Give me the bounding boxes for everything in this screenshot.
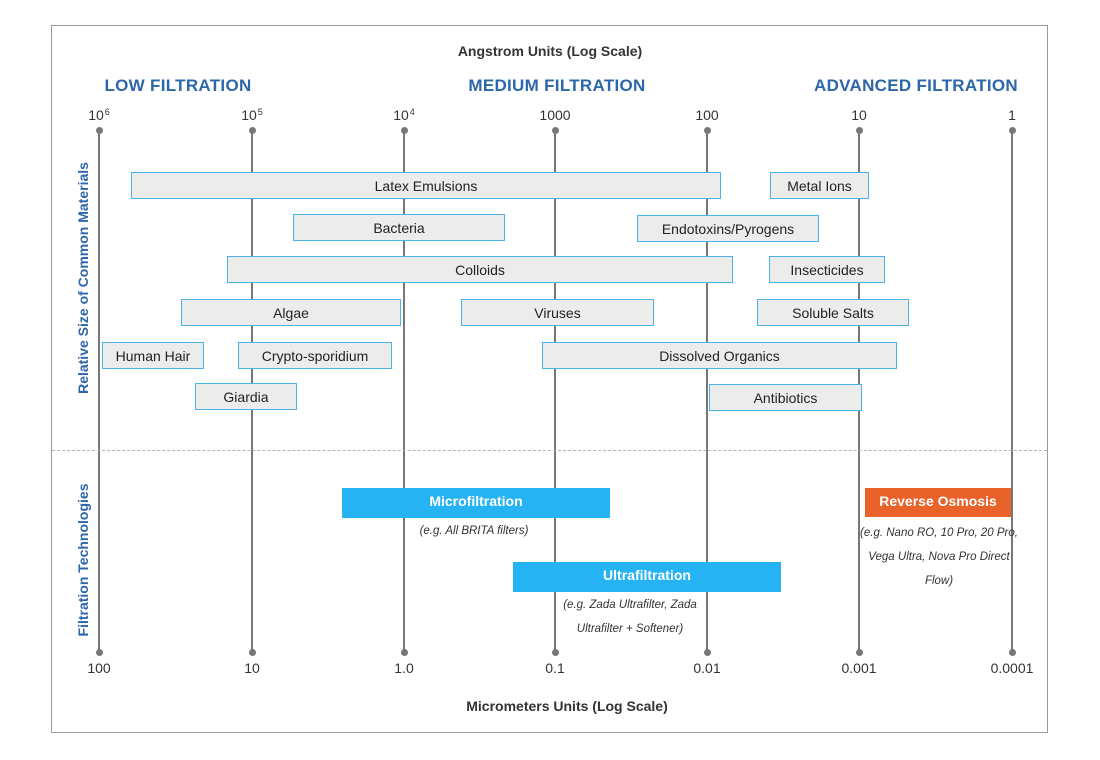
scale-dot bbox=[855, 127, 863, 134]
material-soluble-salts: Soluble Salts bbox=[757, 299, 909, 326]
zone-advanced-filtration: ADVANCED FILTRATION bbox=[813, 76, 1019, 95]
micrometer-tick-1: 1.0 bbox=[394, 660, 414, 676]
scale-dot bbox=[95, 649, 103, 656]
scale-dot bbox=[400, 127, 408, 134]
material-endotoxins-pyrogens: Endotoxins/Pyrogens bbox=[637, 215, 819, 242]
micrometer-tick-0-1: 0.1 bbox=[545, 660, 565, 676]
scale-dot bbox=[248, 127, 256, 134]
material-insecticides: Insecticides bbox=[769, 256, 885, 283]
scale-line bbox=[1011, 131, 1013, 653]
reverse-osmosis-note: (e.g. Nano RO, 10 Pro, 20 Pro, Vega Ultr… bbox=[860, 527, 1018, 587]
scale-line bbox=[403, 131, 405, 653]
scale-dot bbox=[1008, 649, 1016, 656]
scale-dot bbox=[400, 649, 408, 656]
zone-medium-filtration: MEDIUM FILTRATION bbox=[468, 76, 646, 95]
tech-microfiltration: Microfiltration bbox=[342, 488, 610, 518]
scale-dot bbox=[551, 649, 559, 656]
tech-reverse-osmosis: Reverse Osmosis bbox=[865, 488, 1011, 517]
micrometer-tick-100: 100 bbox=[87, 660, 111, 676]
bottom-axis-title: Micrometers Units (Log Scale) bbox=[466, 698, 668, 714]
material-crypto-sporidium: Crypto-sporidium bbox=[238, 342, 392, 369]
angstrom-tick-1e4: 104 bbox=[393, 107, 415, 123]
upper-section-label: Relative Size of Common Materials bbox=[75, 162, 91, 394]
micrometer-tick-0-01: 0.01 bbox=[693, 660, 721, 676]
micrometer-tick-0-001: 0.001 bbox=[841, 660, 877, 676]
angstrom-tick-1000: 1000 bbox=[539, 107, 571, 123]
angstrom-tick-1e6: 106 bbox=[88, 107, 110, 123]
scale-dot bbox=[1008, 127, 1016, 134]
material-metal-ions: Metal Ions bbox=[770, 172, 869, 199]
material-antibiotics: Antibiotics bbox=[709, 384, 862, 411]
material-dissolved-organics: Dissolved Organics bbox=[542, 342, 897, 369]
material-viruses: Viruses bbox=[461, 299, 654, 326]
scale-dot bbox=[248, 649, 256, 656]
scale-dot bbox=[551, 127, 559, 134]
tech-ultrafiltration: Ultrafiltration bbox=[513, 562, 781, 592]
scale-line bbox=[706, 131, 708, 653]
angstrom-tick-1: 1 bbox=[1008, 107, 1016, 123]
material-colloids: Colloids bbox=[227, 256, 733, 283]
material-giardia: Giardia bbox=[195, 383, 297, 410]
section-divider bbox=[52, 450, 1047, 451]
scale-line bbox=[554, 131, 556, 653]
micrometer-tick-10: 10 bbox=[244, 660, 260, 676]
chart-frame bbox=[51, 25, 1048, 733]
angstrom-tick-100: 100 bbox=[695, 107, 719, 123]
scale-dot bbox=[95, 127, 103, 134]
top-axis-title: Angstrom Units (Log Scale) bbox=[457, 43, 643, 59]
angstrom-tick-1e5: 105 bbox=[241, 107, 263, 123]
material-algae: Algae bbox=[181, 299, 401, 326]
scale-dot bbox=[703, 649, 711, 656]
zone-low-filtration: LOW FILTRATION bbox=[104, 76, 252, 95]
material-human-hair: Human Hair bbox=[102, 342, 204, 369]
micrometer-tick-0-0001: 0.0001 bbox=[990, 660, 1034, 676]
scale-dot bbox=[855, 649, 863, 656]
material-latex-emulsions: Latex Emulsions bbox=[131, 172, 721, 199]
lower-section-label: Filtration Technologies bbox=[75, 483, 91, 637]
microfiltration-note: (e.g. All BRITA filters) bbox=[419, 525, 529, 537]
scale-line bbox=[98, 131, 100, 653]
scale-dot bbox=[703, 127, 711, 134]
material-bacteria: Bacteria bbox=[293, 214, 505, 241]
angstrom-tick-10: 10 bbox=[851, 107, 867, 123]
ultrafiltration-note: (e.g. Zada Ultrafilter, Zada Ultrafilter… bbox=[563, 599, 697, 635]
